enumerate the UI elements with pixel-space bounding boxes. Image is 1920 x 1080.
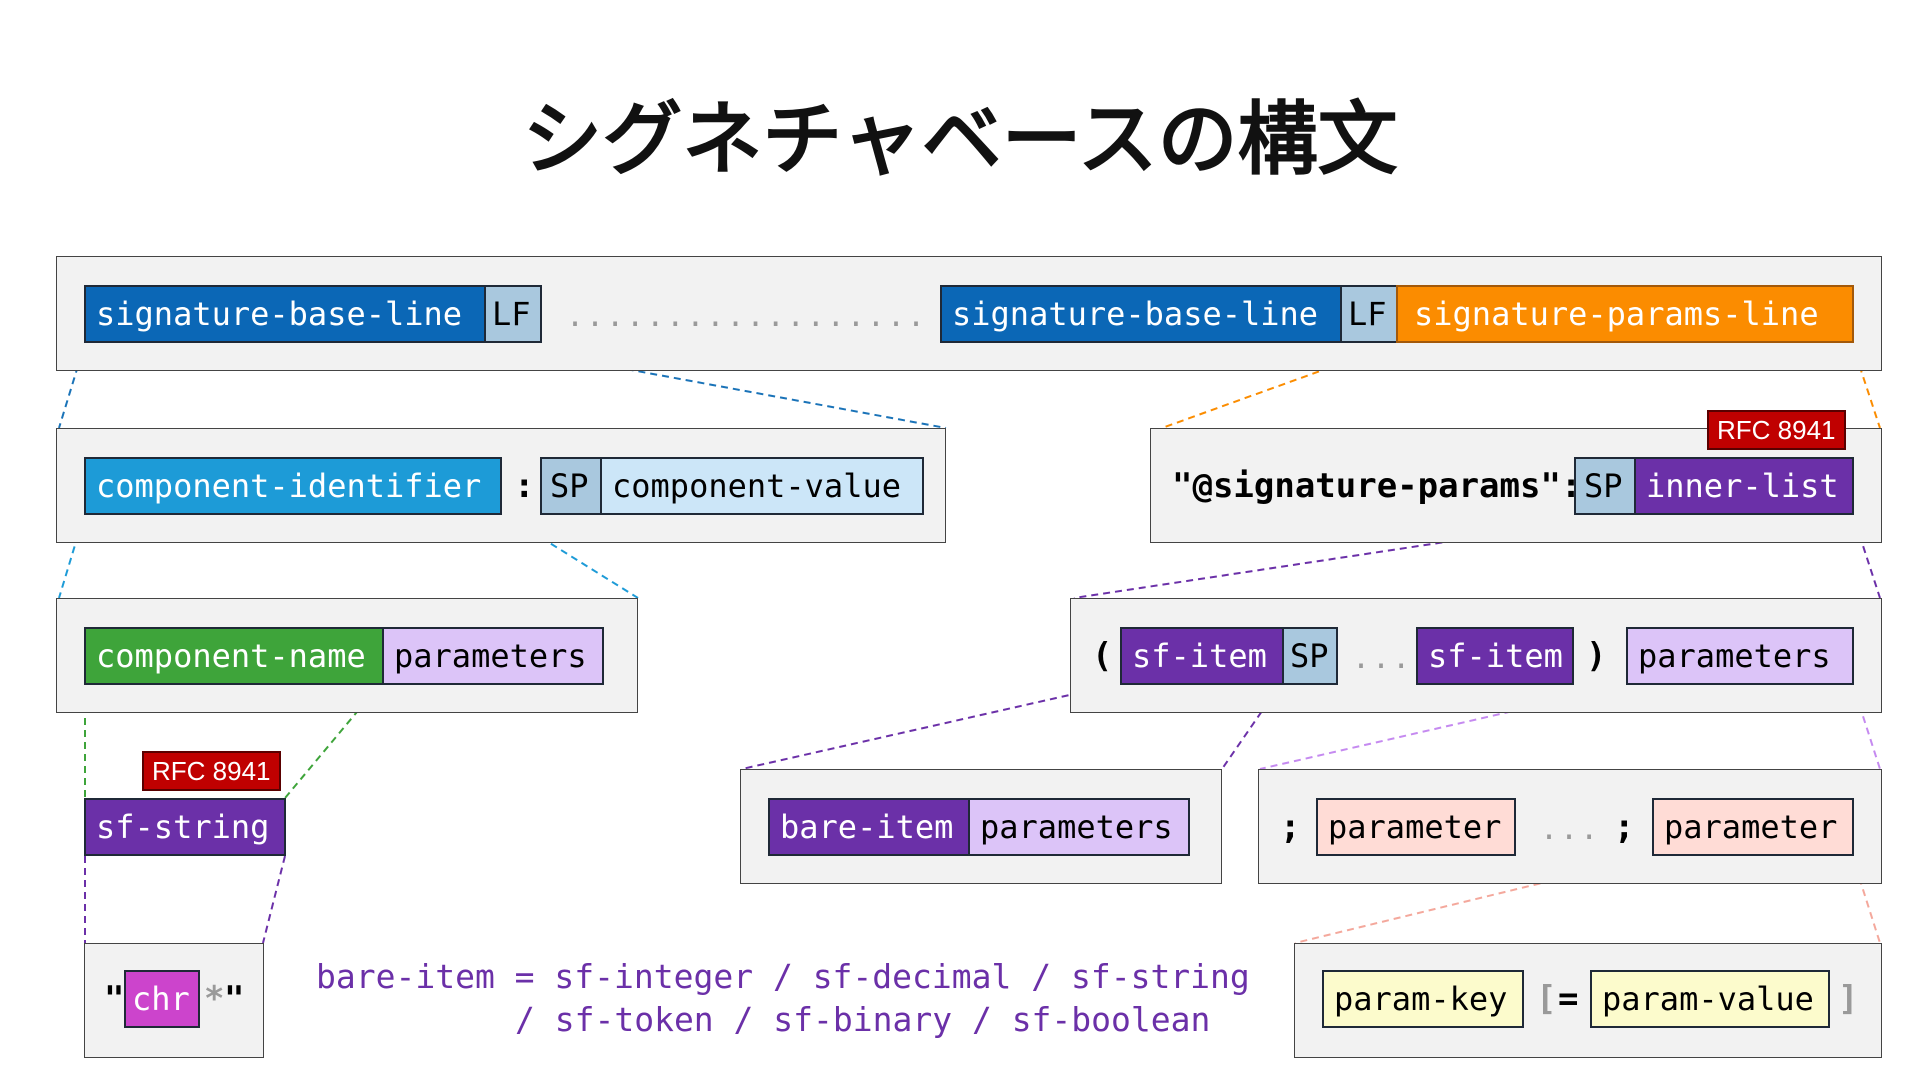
ellipsis-dots: ... xyxy=(1352,641,1413,676)
signature-base-line-token-1: signature-base-line xyxy=(84,285,486,343)
close-bracket: ] xyxy=(1838,979,1859,1019)
parameters-token: parameters xyxy=(382,627,604,685)
semicolon-separator: ; xyxy=(1614,807,1635,847)
inner-list-token: inner-list xyxy=(1634,457,1854,515)
parameter-token: parameter xyxy=(1652,798,1854,856)
parameter-token: parameter xyxy=(1316,798,1516,856)
signature-params-line-token: signature-params-line xyxy=(1396,285,1854,343)
component-name-token: component-name xyxy=(84,627,384,685)
ellipsis-dots: ... xyxy=(1540,812,1601,847)
sf-item-token: sf-item xyxy=(1120,627,1284,685)
parameters-token: parameters xyxy=(968,798,1190,856)
signature-params-literal: "@signature-params": xyxy=(1172,466,1582,506)
param-key-token: param-key xyxy=(1322,970,1524,1028)
sf-item-token: sf-item xyxy=(1416,627,1574,685)
signature-base-line-token-2: signature-base-line xyxy=(940,285,1342,343)
rfc-8941-badge: RFC 8941 xyxy=(1707,410,1846,450)
rfc-8941-badge: RFC 8941 xyxy=(142,751,281,791)
connector-sf-string-right xyxy=(262,855,286,944)
bare-item-token: bare-item xyxy=(768,798,970,856)
semicolon-separator: ; xyxy=(1280,807,1301,847)
colon-separator: : xyxy=(514,466,535,506)
component-value-token: component-value xyxy=(600,457,924,515)
equals-sign: = xyxy=(1558,979,1579,1019)
bare-item-rule-line-2: / sf-token / sf-binary / sf-boolean xyxy=(515,1000,1211,1039)
component-identifier-token: component-identifier xyxy=(84,457,502,515)
page-title: シグネチャベースの構文 xyxy=(522,93,1398,186)
chr-token: chr xyxy=(124,970,200,1028)
sp-token: SP xyxy=(1282,627,1338,685)
sp-token: SP xyxy=(1574,457,1636,515)
ellipsis-dots: .................. xyxy=(566,299,928,334)
bare-item-rule-line-1: bare-item = sf-integer / sf-decimal / sf… xyxy=(316,957,1250,996)
connector-sf-item-left xyxy=(741,681,1128,770)
sf-string-token: sf-string xyxy=(84,798,286,856)
sf-string-definition-panel xyxy=(84,943,264,1058)
star-repeat: * xyxy=(204,979,225,1019)
param-value-token: param-value xyxy=(1590,970,1830,1028)
lf-token-1: LF xyxy=(484,285,542,343)
quote-close: " xyxy=(224,979,245,1019)
lf-token-2: LF xyxy=(1340,285,1398,343)
close-paren: ) xyxy=(1586,636,1607,676)
sp-token: SP xyxy=(540,457,602,515)
quote-open: " xyxy=(104,979,125,1019)
open-bracket: [ xyxy=(1536,979,1557,1019)
parameters-token: parameters xyxy=(1626,627,1854,685)
open-paren: ( xyxy=(1092,636,1113,676)
